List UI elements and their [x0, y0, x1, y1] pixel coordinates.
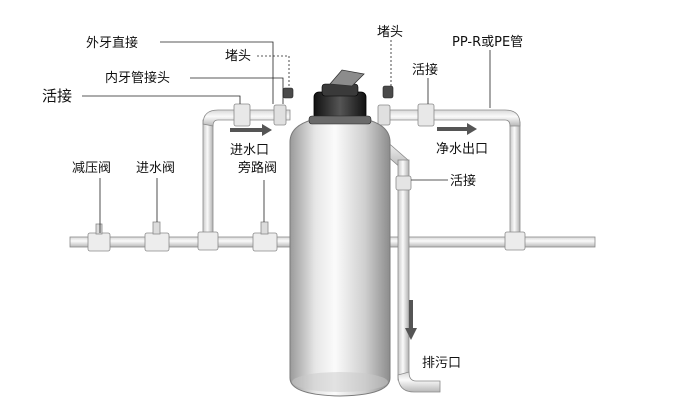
inlet-valve [144, 221, 170, 252]
inlet-flow-arrow [230, 124, 272, 136]
outlet-flow-arrow [437, 123, 477, 135]
label-union-left: 活接 [42, 87, 72, 105]
label-drain: 排污口 [422, 356, 461, 371]
union-right-fitting [417, 103, 435, 127]
plug-left-fitting [282, 87, 294, 99]
label-outer-thread-connector: 外牙直接 [86, 35, 138, 51]
label-plug-left: 堵头 [225, 49, 251, 64]
leader-plug-left [257, 55, 290, 88]
union-left-fitting [233, 103, 251, 127]
label-inlet-valve: 进水阀 [136, 161, 175, 176]
inner-thread-connector-fitting [273, 104, 287, 126]
leader-lines [82, 40, 491, 233]
leader-inner-thread [190, 77, 284, 104]
label-plug-right: 堵头 [377, 25, 403, 40]
label-inner-thread-connector: 内牙管接头 [105, 70, 170, 86]
control-valve-head [308, 69, 372, 125]
leader-union-left [82, 95, 241, 104]
label-union-drain: 活接 [450, 173, 476, 189]
drain-flow-arrow [405, 300, 417, 340]
outlet-connector-fitting [377, 104, 391, 126]
plug-right-fitting [382, 85, 394, 99]
label-pressure-reducing-valve: 减压阀 [72, 161, 111, 176]
label-outlet: 净水出口 [436, 142, 488, 157]
tee-right [504, 231, 526, 251]
pressure-reducing-valve [87, 223, 111, 252]
outlet-riser-pipe [379, 109, 526, 251]
label-pipe-material: PP-R或PE管 [452, 35, 523, 50]
valve-handle [329, 69, 365, 87]
bypass-valve [252, 221, 278, 252]
label-bypass-valve: 旁路阀 [238, 160, 277, 176]
filter-tank [289, 115, 391, 397]
union-drain-fitting [395, 175, 412, 191]
tee-left [197, 231, 219, 251]
label-inlet: 进水口 [230, 143, 269, 158]
leader-outer-thread [160, 41, 274, 104]
label-union-right: 活接 [412, 62, 438, 78]
